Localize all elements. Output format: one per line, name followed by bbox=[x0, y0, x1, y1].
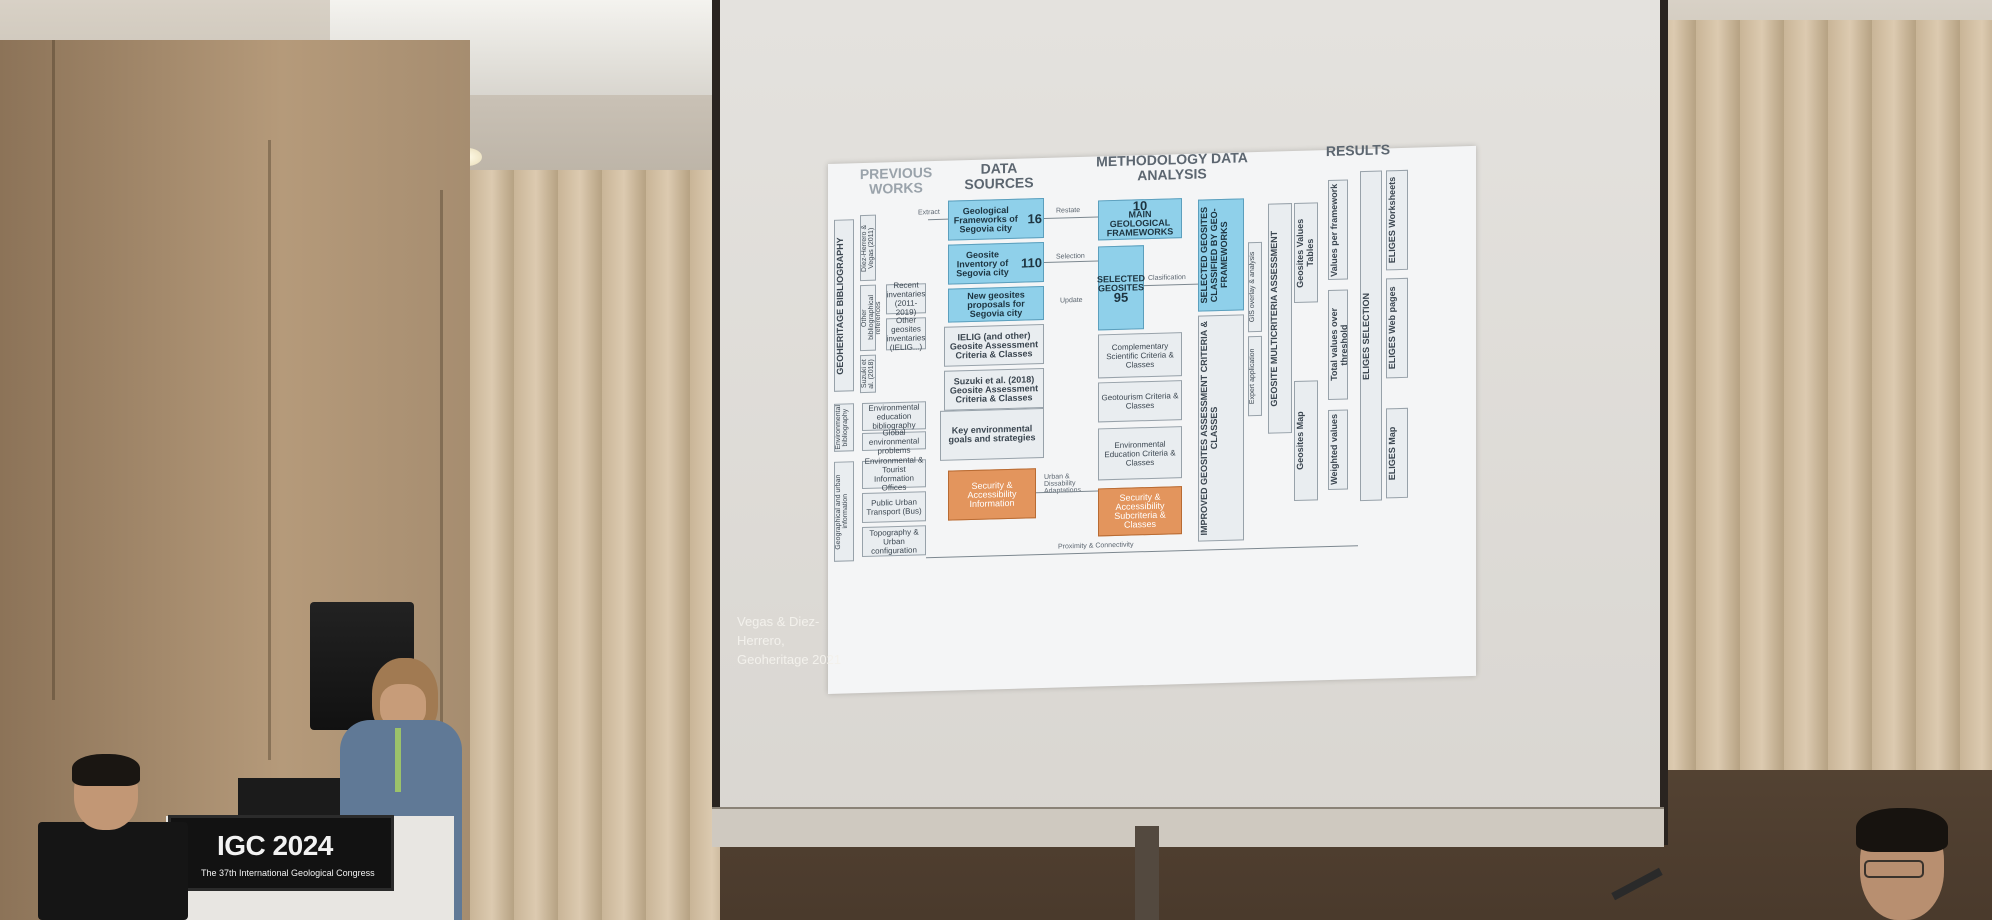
security-information-box: Security & Accessibility Information bbox=[948, 468, 1036, 521]
screen-stand bbox=[1135, 826, 1159, 920]
screen-bottom-bar bbox=[712, 807, 1664, 847]
selected-geosites-box: SELECTED GEOSITES 95 bbox=[1097, 245, 1145, 331]
env-tourist-offices: Environmental & Tourist Information Offi… bbox=[862, 455, 926, 493]
connector-line bbox=[1044, 216, 1098, 219]
arrow-label-extract: Extract bbox=[918, 208, 940, 217]
suzuki-short: Suzuki et al. (2018) bbox=[860, 354, 876, 394]
arrow-label-proximity: Proximity & Connectivity bbox=[1058, 541, 1134, 551]
ielig-box: IELIG (and other) Geosite Assessment Cri… bbox=[944, 323, 1044, 367]
other-bibliographical: Other bibliographical references bbox=[860, 284, 882, 352]
weighted-values: Weighted values bbox=[1328, 409, 1348, 491]
connector-line bbox=[928, 218, 948, 221]
arrow-label-update: Update bbox=[1060, 296, 1083, 305]
attendee-left-hair bbox=[72, 754, 140, 786]
new-geosites-box: New geosites proposals for Segovia city bbox=[948, 285, 1044, 323]
geoheritage-bibliography: GEOHERITAGE BIBLIOGRAPHY bbox=[834, 219, 854, 392]
topography: Topography & Urban configuration bbox=[862, 525, 926, 558]
wall-panel-line bbox=[440, 190, 443, 730]
geological-frameworks-label: Geological Frameworks of Segovia city bbox=[953, 204, 1018, 234]
eliges-web-pages: ELIGES Web pages bbox=[1386, 277, 1408, 379]
wall-panel-line bbox=[52, 40, 55, 700]
right-curtain bbox=[1652, 20, 1992, 770]
microphone bbox=[1611, 867, 1663, 901]
citation-text: Vegas & Diez-Herrero, Geoheritage 2021 bbox=[737, 614, 842, 667]
complementary-box: Complementary Scientific Criteria & Clas… bbox=[1098, 332, 1182, 379]
improved-assessment: IMPROVED GEOSITES ASSESSMENT CRITERIA & … bbox=[1198, 314, 1244, 542]
podium-title: IGC 2024 bbox=[217, 830, 333, 861]
geosite-inventory-label: Geosite Inventory of Segovia city bbox=[956, 248, 1009, 278]
expert-application: Expert application bbox=[1248, 335, 1262, 417]
selected-classified: SELECTED GEOSITES CLASSIFIED BY GEO-FRAM… bbox=[1198, 198, 1244, 312]
eliges-map: ELIGES Map bbox=[1386, 407, 1408, 499]
geological-frameworks-box: Geological Frameworks of Segovia city 16 bbox=[948, 197, 1044, 241]
geotourism-box: Geotourism Criteria & Classes bbox=[1098, 380, 1182, 423]
slide-flowchart: PREVIOUS WORKS DATA SOURCES METHODOLOGY … bbox=[828, 141, 1476, 694]
connector-line bbox=[1144, 283, 1198, 287]
laptop bbox=[238, 778, 340, 818]
podium-sign: IGC 2024 The 37th International Geologic… bbox=[168, 815, 394, 891]
header-previous-works: PREVIOUS WORKS bbox=[859, 164, 933, 197]
arrow-label-selection: Selection bbox=[1056, 252, 1085, 261]
recent-inventories: Recent inventaries (2011-2019) bbox=[886, 280, 926, 318]
total-values: Total values over threshold bbox=[1328, 289, 1349, 401]
left-curtain bbox=[470, 170, 720, 920]
lanyard bbox=[395, 728, 401, 792]
values-tables: Geosites Values Tables bbox=[1294, 202, 1318, 303]
diez-herrero-vegas: Díez-Herrero & Vegas (2011) bbox=[860, 214, 876, 282]
key-environmental-box: Key environmental goals and strategies bbox=[940, 407, 1044, 461]
global-env-problems: Global environmental problems bbox=[862, 427, 926, 455]
geological-frameworks-count: 16 bbox=[1027, 210, 1042, 226]
arrow-label-restate: Restate bbox=[1056, 206, 1081, 215]
attendee-right-hair bbox=[1856, 808, 1948, 852]
connector-line bbox=[1044, 260, 1098, 263]
geosite-inventory-box: Geosite Inventory of Segovia city 110 bbox=[948, 241, 1044, 285]
glasses bbox=[1864, 860, 1924, 878]
environmental-bibliography: Environmental bibliography bbox=[834, 403, 854, 452]
gis-overlay: GIS overlay & analysis bbox=[1248, 241, 1262, 333]
public-transport: Public Urban Transport (Bus) bbox=[862, 491, 926, 524]
selected-geosites-count: 95 bbox=[1113, 289, 1129, 305]
podium-subtitle: The 37th International Geological Congre… bbox=[201, 868, 375, 878]
security-subcriteria-box: Security & Accessibility Subcriteria & C… bbox=[1098, 486, 1182, 537]
eliges-worksheets: ELIGES Worksheets bbox=[1386, 169, 1408, 271]
header-methodology: METHODOLOGY DATA ANALYSIS bbox=[1096, 149, 1248, 184]
geosite-inventory-count: 110 bbox=[1021, 254, 1042, 271]
geographical-urban: Geographical and urban information bbox=[834, 461, 854, 562]
header-data-sources: DATA SOURCES bbox=[964, 159, 1034, 193]
wall-panel-line bbox=[268, 140, 271, 760]
suzuki-box: Suzuki et al. (2018) Geosite Assessment … bbox=[944, 367, 1044, 411]
arrow-label-clasification: Clasification bbox=[1148, 274, 1186, 283]
other-inventories: Other geosites inventaries (IELIG...) bbox=[886, 315, 926, 353]
header-results: RESULTS bbox=[1325, 141, 1391, 160]
eliges-selection: ELIGES SELECTION bbox=[1360, 170, 1382, 502]
values-per-framework: Values per framework bbox=[1328, 179, 1348, 281]
monitor bbox=[38, 822, 188, 920]
multicriteria-assessment: GEOSITE MULTICRITERIA ASSESSMENT bbox=[1268, 203, 1292, 434]
env-education-criteria-box: Environmental Education Criteria & Class… bbox=[1098, 426, 1182, 481]
geosites-map: Geosites Map bbox=[1294, 380, 1318, 501]
connector-line bbox=[926, 545, 1358, 559]
main-frameworks-label: MAIN GEOLOGICAL FRAMEWORKS bbox=[1106, 208, 1174, 239]
main-frameworks-box: 10 MAIN GEOLOGICAL FRAMEWORKS bbox=[1098, 198, 1182, 241]
